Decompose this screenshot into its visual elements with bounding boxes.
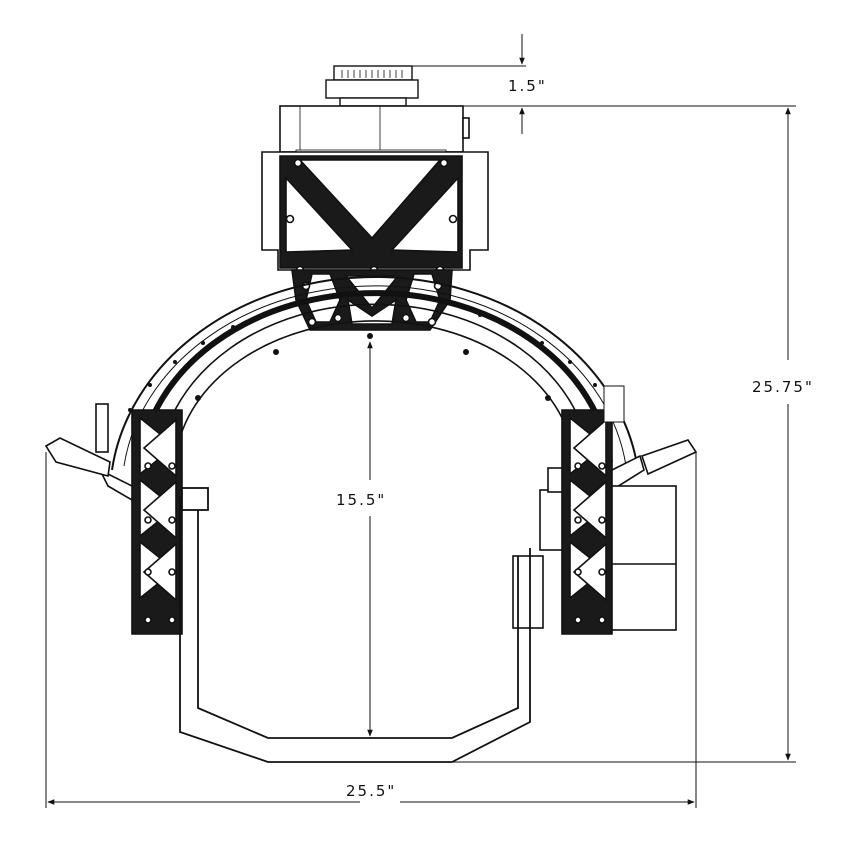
dimension-label-overall-width: 25.5"	[346, 782, 396, 800]
u-cradle	[179, 487, 531, 763]
top-connector	[325, 65, 419, 107]
top-motor-housing	[279, 105, 470, 157]
arc-track	[111, 276, 639, 471]
dimension-label-inner-height: 15.5"	[336, 491, 386, 509]
dimension-overall-width	[45, 452, 697, 808]
dimension-overall-height	[452, 105, 796, 763]
dimension-label-top-offset: 1.5"	[508, 77, 547, 95]
upper-bracket	[261, 151, 489, 275]
left-arm	[98, 409, 183, 635]
right-handle	[603, 385, 698, 476]
left-handle	[44, 403, 111, 478]
dimension-label-overall-height: 25.75"	[752, 378, 814, 396]
right-arm	[561, 409, 645, 635]
right-motor-housing	[512, 467, 677, 631]
